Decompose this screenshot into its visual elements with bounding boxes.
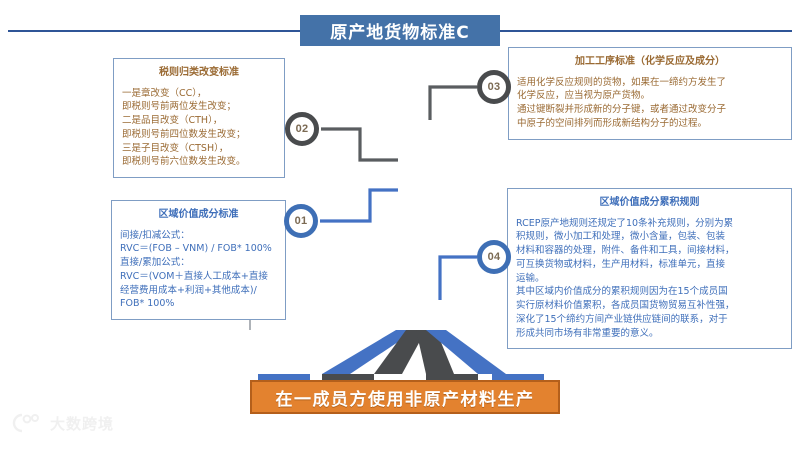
wire-01-stem [320,188,398,223]
node-marker-03[interactable]: 03 [477,70,511,104]
card-accumulation-rule: 区域价值成分累积规则 RCEP原产地规则还规定了10条补充规则，分别为累 积规则… [507,188,792,350]
wm-logo-icon [12,413,39,433]
card-process-rule-standard: 加工工序标准（化学反应及成分） 适用化学反应规则的货物，如果在一缔约方发生了 化… [508,47,792,140]
wire-04-stem [438,255,477,300]
card-tariff-change-standard: 税则归类改变标准 一是章改变（CC）， 即税则号前两位发生改变； 二是品目改变（… [113,58,285,179]
title-rule-left [8,30,300,32]
watermark-text: 大数跨境 [50,414,115,433]
band-left-blue [322,330,416,374]
band-foot-mid-2 [426,374,478,382]
node-marker-04[interactable]: 04 [477,240,511,274]
card-body-tariff-change: 一是章改变（CC）， 即税则号前两位发生改变； 二是品目改变（CTH）， 即税则… [122,87,246,168]
card-body-process-rule: 适用化学反应规则的货物，如果在一缔约方发生了 化学反应，应当视为原产货物。 通过… [517,76,727,129]
card-title-tariff-change: 税则归类改变标准 [159,67,239,78]
watermark: 大数跨境 [8,412,114,434]
card-body-accumulation-rule: RCEP原产地规则还规定了10条补充规则，分别为累 积规则，微小加工和处理，微小… [516,217,735,339]
band-mid-gray-2 [416,330,454,374]
page-title: 原产地货物标准C [300,15,500,46]
card-body-regional-value: 间接/扣减公式： RVC＝(FOB – VNM) / FOB* 100% 直接/… [120,229,272,310]
title-rule-right [500,30,792,32]
band-mid-gray-1 [374,330,426,374]
card-title-accumulation-rule: 区域价值成分累积规则 [599,197,700,208]
wire-03-stem [428,85,477,120]
band-right-blue [426,330,506,374]
node-marker-02[interactable]: 02 [285,112,319,146]
card-title-process-rule: 加工工序标准（化学反应及成分） [575,56,725,67]
band-foot-right [492,374,544,382]
card-title-regional-value: 区域价值成分标准 [158,209,239,220]
bottom-banner: 在一成员方使用非原产材料生产 [250,380,560,414]
band-foot-left [258,374,310,382]
funnel-bands [258,330,544,382]
node-marker-01[interactable]: 01 [284,204,318,238]
band-foot-mid-1 [322,374,374,382]
wire-02-stem [321,127,398,162]
card-regional-value-standard: 区域价值成分标准 间接/扣减公式： RVC＝(FOB – VNM) / FOB*… [111,200,286,321]
